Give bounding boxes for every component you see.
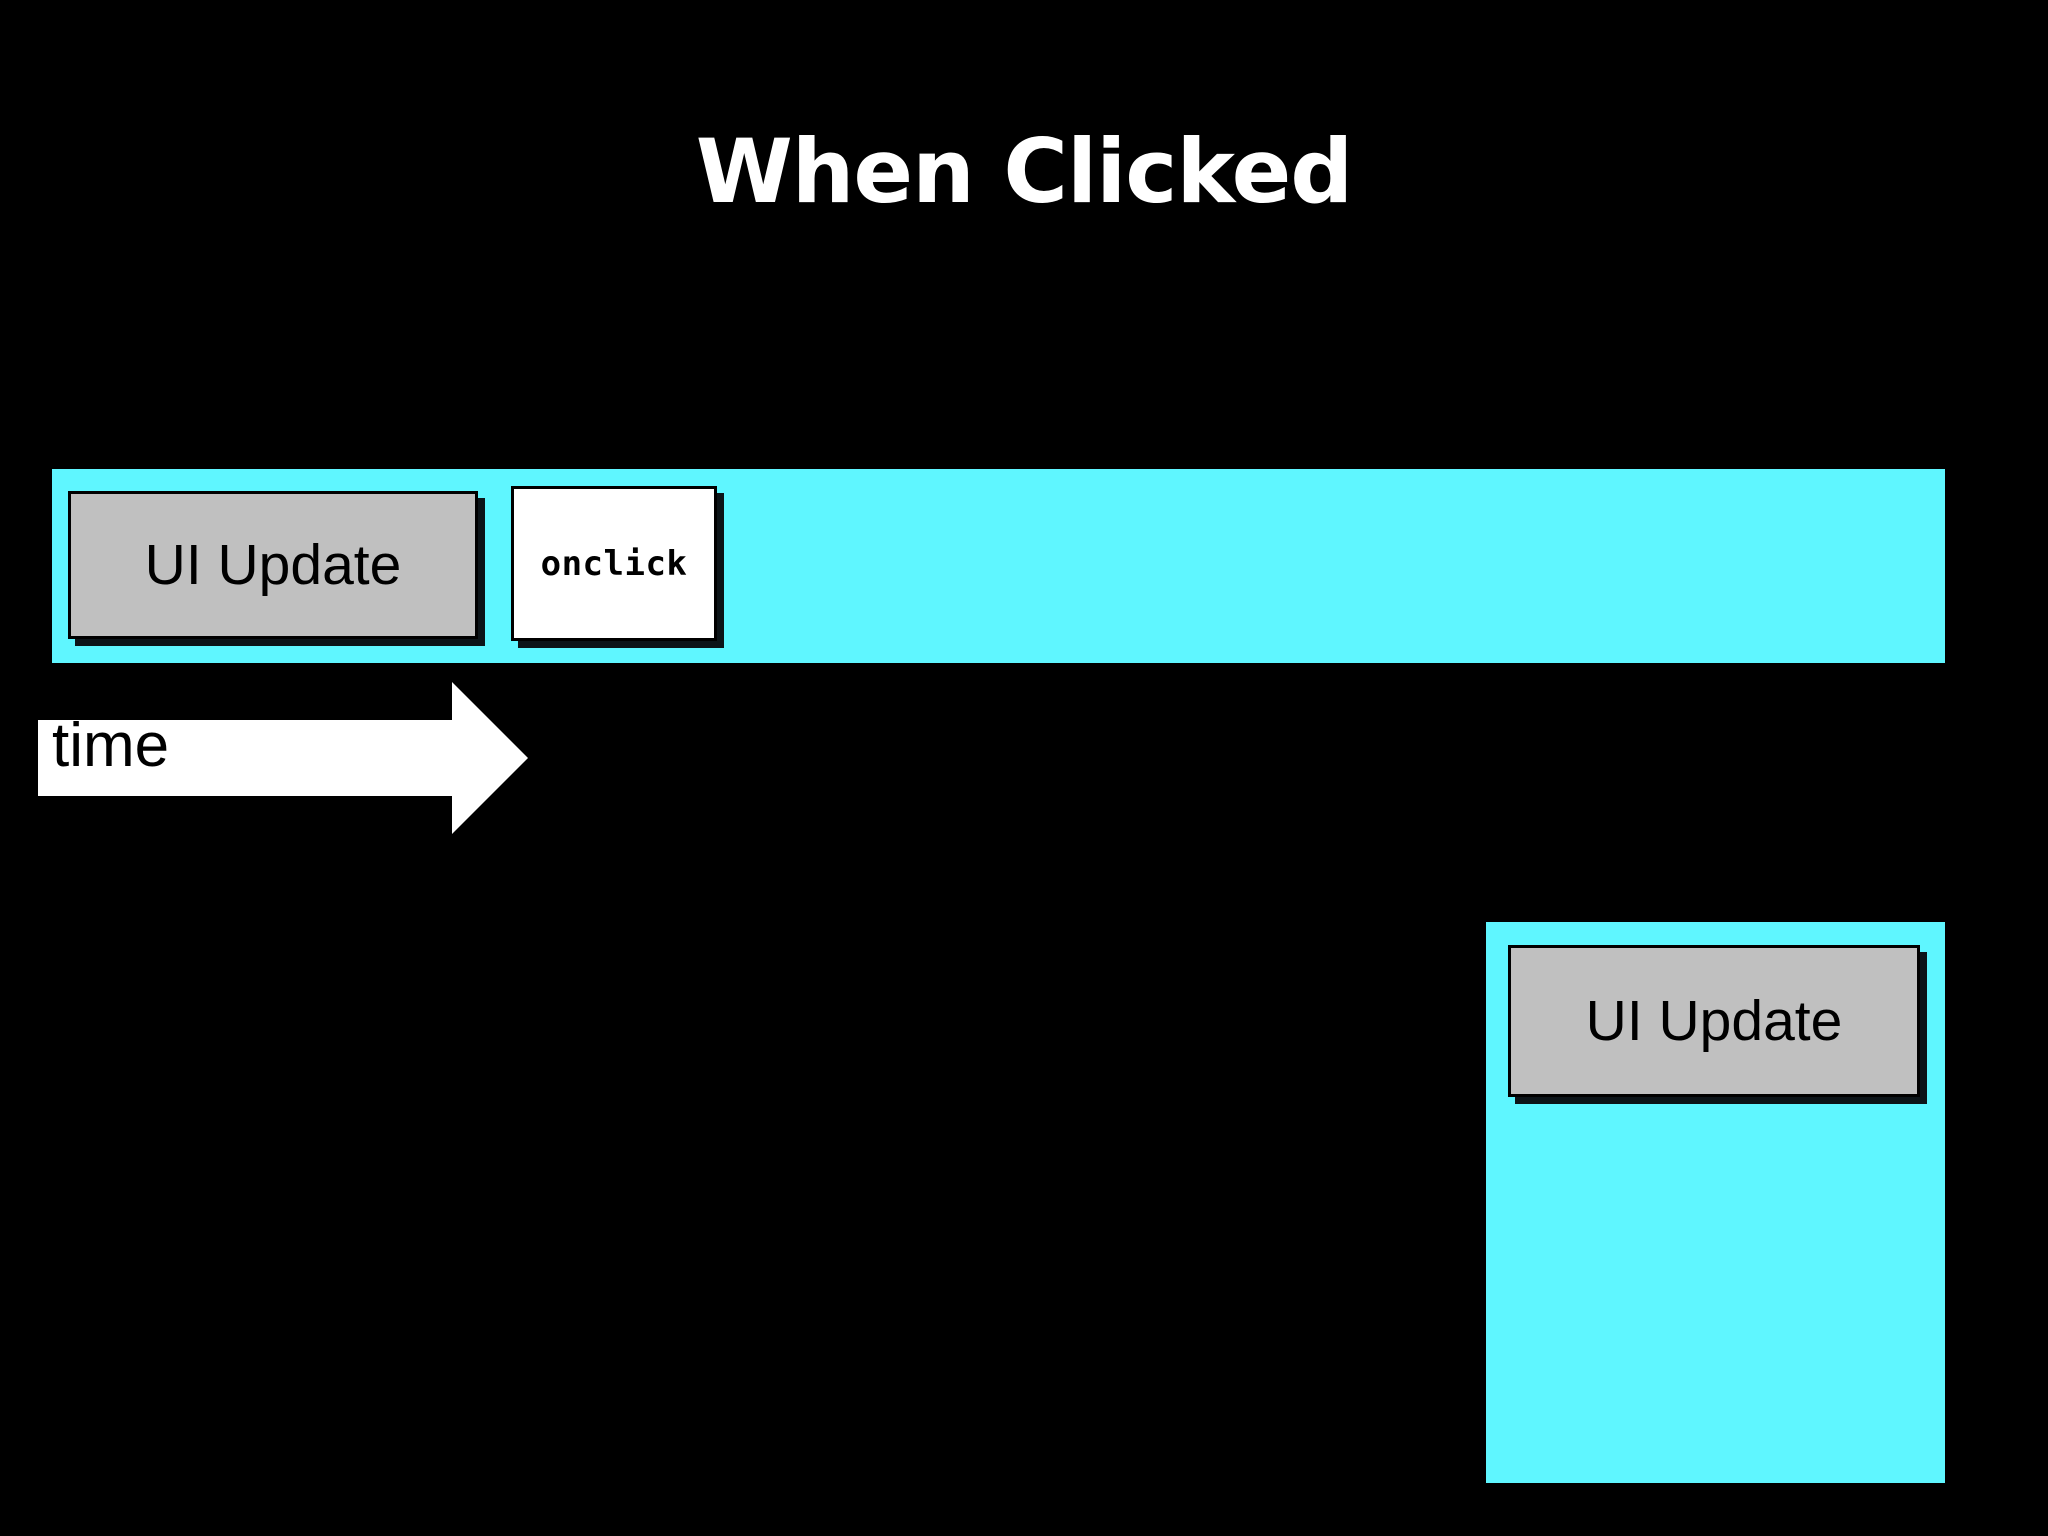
page-title: When Clicked bbox=[695, 120, 1354, 223]
timeline-bar: UI Update onclick bbox=[52, 469, 1945, 663]
timeline-ui-update-label: UI Update bbox=[144, 532, 402, 597]
time-axis-label: time bbox=[52, 711, 170, 780]
detail-panel: UI Update bbox=[1486, 922, 1945, 1483]
detail-ui-update-label: UI Update bbox=[1585, 988, 1843, 1053]
detail-ui-update-block: UI Update bbox=[1508, 945, 1920, 1097]
timeline-onclick-label: onclick bbox=[540, 543, 688, 584]
right-arrow-icon bbox=[38, 676, 528, 840]
timeline-ui-update-block: UI Update bbox=[68, 491, 478, 639]
timeline-onclick-block: onclick bbox=[511, 486, 717, 641]
